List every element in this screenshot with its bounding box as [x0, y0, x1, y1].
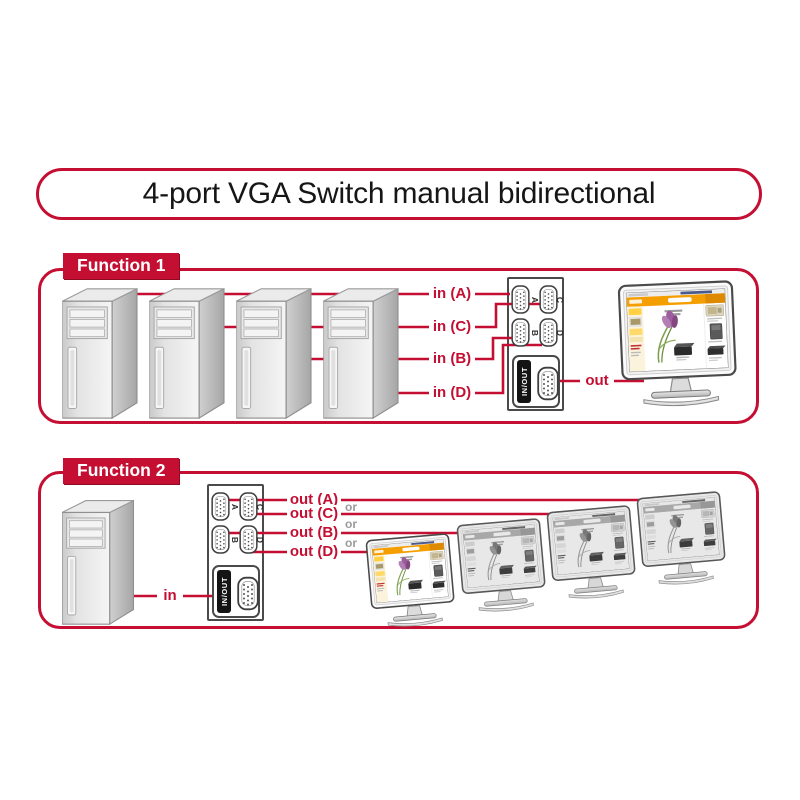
port-letter-c: C	[554, 296, 565, 304]
port-letter-a: A	[529, 296, 540, 304]
inout-port-block: IN/OUT	[212, 565, 260, 618]
label-out-c: out (C)	[287, 505, 341, 522]
inout-label: IN/OUT	[219, 576, 229, 607]
port-letter-b: B	[229, 536, 240, 544]
function2-label: Function 2	[63, 458, 180, 484]
label-in-f2: in	[157, 587, 183, 604]
label-in-b: in (B)	[429, 350, 475, 367]
computer-tower-2	[149, 284, 230, 420]
port-letter-b: B	[529, 329, 540, 337]
vga-port-icon	[210, 525, 231, 554]
vga-switch-f1: A C B D IN/OUT	[507, 277, 565, 411]
computer-tower-1	[62, 284, 143, 420]
inout-port-block: IN/OUT	[512, 355, 560, 408]
page-title: 4-port VGA Switch manual bidirectional	[142, 177, 656, 210]
computer-tower-5	[62, 496, 139, 626]
title-box: 4-port VGA Switch manual bidirectional	[36, 168, 762, 220]
port-letter-d: D	[554, 329, 565, 337]
inout-label: IN/OUT	[519, 366, 529, 397]
function1-label: Function 1	[63, 253, 180, 279]
label-out-b: out (B)	[287, 524, 341, 541]
inout-label-bar: IN/OUT	[517, 360, 531, 403]
monitor-f2-out-d	[365, 532, 459, 637]
computer-tower-4	[323, 284, 404, 420]
monitor-f2-out-b	[456, 517, 550, 622]
or-label-1: or	[345, 500, 357, 514]
label-in-a: in (A)	[429, 285, 475, 302]
label-out-d: out (D)	[287, 543, 341, 560]
monitor-f1-out	[617, 279, 741, 417]
or-label-3: or	[345, 536, 357, 550]
computer-tower-3	[236, 284, 317, 420]
port-letter-c: C	[254, 503, 265, 511]
monitor-f2-out-a	[636, 490, 730, 595]
vga-switch-f2: A C B D IN/OUT	[207, 484, 265, 621]
port-letter-d: D	[254, 536, 265, 544]
inout-label-bar: IN/OUT	[217, 570, 231, 613]
monitor-f2-out-c	[546, 504, 640, 609]
label-in-c: in (C)	[429, 318, 475, 335]
vga-port-icon	[237, 576, 259, 611]
label-in-d: in (D)	[429, 384, 475, 401]
vga-port-icon	[537, 366, 559, 401]
label-out-f1: out	[580, 372, 614, 389]
function2-frame	[38, 471, 759, 629]
function1-frame	[38, 268, 759, 424]
vga-port-icon	[510, 318, 531, 347]
vga-port-icon	[510, 285, 531, 314]
port-letter-a: A	[229, 503, 240, 511]
vga-port-icon	[210, 492, 231, 521]
or-label-2: or	[345, 517, 357, 531]
